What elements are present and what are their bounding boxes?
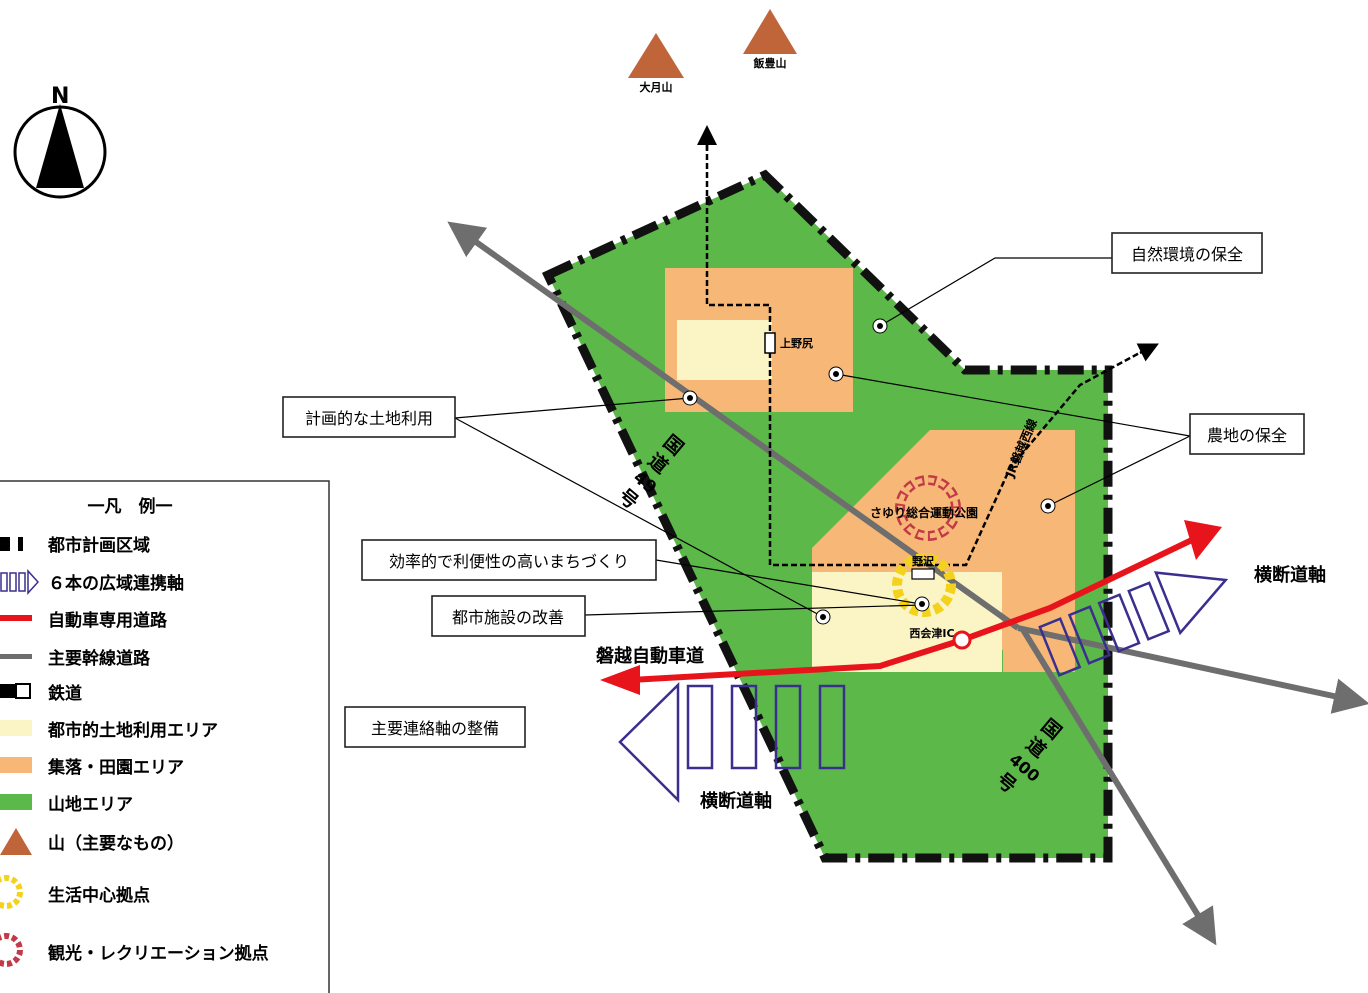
cross-axis-label-right: 横断道軸 bbox=[1254, 564, 1326, 586]
mountain-icon bbox=[628, 33, 684, 78]
legend-life-center-icon bbox=[0, 875, 23, 909]
svg-text:都市施設の改善: 都市施設の改善 bbox=[452, 608, 564, 627]
mountain-label-ootsuki: 大月山 bbox=[640, 80, 673, 94]
north-arrow-icon: N bbox=[13, 84, 107, 199]
route-400-road bbox=[1019, 626, 1217, 946]
legend-label-trunk: 主要幹線道路 bbox=[48, 648, 151, 669]
north-label: N bbox=[51, 84, 69, 109]
railway-east-arrow bbox=[1136, 343, 1159, 362]
cross-axis-east-icon bbox=[1038, 571, 1229, 677]
legend-axis-icon bbox=[0, 569, 40, 595]
svg-text:効率的で利便性の高いまちづくり: 効率的で利便性の高いまちづくり bbox=[389, 552, 629, 571]
station-kaminojiri-label: 上野尻 bbox=[780, 336, 813, 350]
svg-text:農地の保全: 農地の保全 bbox=[1207, 426, 1287, 445]
svg-text:計画的な土地利用: 計画的な土地利用 bbox=[305, 409, 433, 428]
legend: 一凡 例一 都市計画区域 ６本の広域連携軸 自動車専用道路 主要幹線道路 鉄道 … bbox=[0, 480, 330, 993]
svg-text:主要連絡軸の整備: 主要連絡軸の整備 bbox=[371, 719, 499, 738]
legend-tourism-icon bbox=[0, 933, 23, 967]
park-label: さゆり総合運動公園 bbox=[870, 505, 978, 520]
mountain-label-iide: 飯豊山 bbox=[753, 56, 787, 70]
ic-label: 西会津IC bbox=[909, 626, 954, 640]
legend-label-mountain-area: 山地エリア bbox=[48, 794, 133, 815]
ic-icon bbox=[952, 630, 972, 650]
callout-natural-env: 自然環境の保全 bbox=[1111, 232, 1263, 274]
legend-title: 一凡 例一 bbox=[88, 496, 173, 517]
planning-area-boundary bbox=[541, 169, 1113, 863]
legend-label-urban: 都市的土地利用エリア bbox=[47, 720, 218, 741]
legend-mountain-icon bbox=[0, 828, 32, 855]
legend-label-village: 集落・田園エリア bbox=[47, 757, 184, 778]
station-nozawa-label: 野沢 bbox=[912, 554, 935, 568]
legend-label-tourism: 観光・レクリエーション拠点 bbox=[48, 943, 269, 964]
callout-points bbox=[682, 318, 1056, 625]
legend-label-boundary: 都市計画区域 bbox=[47, 535, 150, 556]
legend-label-expressway: 自動車専用道路 bbox=[48, 610, 168, 631]
cross-axis-label-left: 横断道軸 bbox=[700, 790, 772, 812]
legend-label-rail: 鉄道 bbox=[48, 683, 82, 704]
route-49-road bbox=[447, 221, 1020, 631]
legend-label-mountain: 山（主要なもの） bbox=[48, 833, 184, 854]
tourism-point-icon bbox=[895, 475, 961, 541]
life-center-icon bbox=[892, 553, 956, 617]
cross-axis-west-icon bbox=[618, 682, 846, 804]
callout-main-connection: 主要連絡軸の整備 bbox=[344, 706, 526, 748]
urban-area-north bbox=[677, 320, 772, 380]
expressway-label: 磐越自動車道 bbox=[596, 645, 704, 667]
railway-line bbox=[705, 145, 1146, 567]
callout-urban-facility: 都市施設の改善 bbox=[431, 595, 586, 637]
station-kaminojiri-icon bbox=[764, 332, 776, 354]
svg-text:自然環境の保全: 自然環境の保全 bbox=[1131, 245, 1243, 264]
mountain-icon bbox=[743, 9, 797, 54]
legend-label-life-center: 生活中心拠点 bbox=[48, 885, 150, 906]
expressway-arrow-west bbox=[600, 665, 640, 695]
route-49-east bbox=[1017, 625, 1368, 714]
expressway-arrow-east bbox=[1184, 520, 1222, 560]
leader-lines bbox=[454, 257, 1191, 618]
callout-planned-land-use: 計画的な土地利用 bbox=[282, 396, 456, 438]
legend-label-axis: ６本の広域連携軸 bbox=[48, 573, 184, 594]
callout-farmland: 農地の保全 bbox=[1189, 413, 1305, 455]
callout-efficient-town: 効率的で利便性の高いまちづくり bbox=[361, 539, 657, 581]
